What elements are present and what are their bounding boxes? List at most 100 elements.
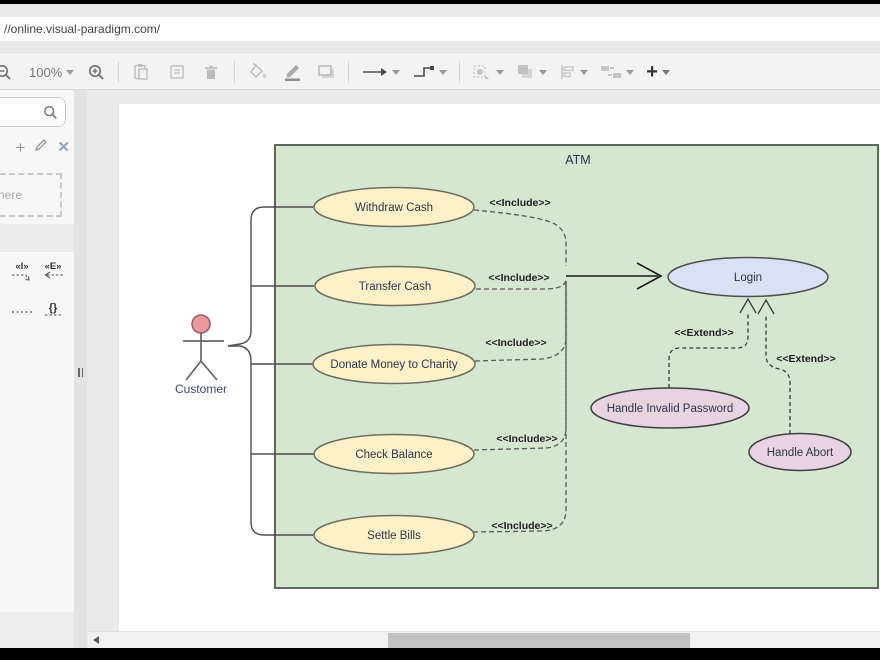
splitter-handle[interactable] xyxy=(77,368,84,377)
arrow-style-dropdown[interactable] xyxy=(362,59,401,85)
editor-workspace: + ✕ here «I» xyxy=(0,90,880,648)
edit-palette-button[interactable] xyxy=(34,138,48,157)
include-arrow-to-login[interactable] xyxy=(566,262,663,290)
fill-color-button[interactable] xyxy=(248,59,268,85)
toolbar-separator xyxy=(118,61,120,83)
drag-shapes-dropzone[interactable]: here xyxy=(0,173,62,217)
use-case-label: Check Balance xyxy=(355,449,432,461)
search-input[interactable] xyxy=(0,101,39,123)
boundary-title: ATM xyxy=(565,153,590,167)
zoom-level-value: 100% xyxy=(29,64,63,80)
add-shapes-button[interactable]: + xyxy=(15,137,26,157)
scroll-left-arrow[interactable] xyxy=(93,636,99,644)
pencil-icon xyxy=(281,63,303,81)
palette-section-divider xyxy=(0,224,74,252)
shape-search-box[interactable] xyxy=(0,97,66,127)
properties-button[interactable] xyxy=(167,59,187,85)
paste-button[interactable] xyxy=(131,59,151,85)
chevron-down-icon xyxy=(580,69,589,75)
include-glyph: «I» xyxy=(15,261,28,272)
include-label: <<Include>> xyxy=(485,337,546,349)
use-case-settle-bills[interactable]: Settle Bills xyxy=(313,514,475,556)
shape-palette: «I» «E» xyxy=(0,260,74,326)
line-color-button[interactable] xyxy=(281,59,303,85)
chevron-down-icon xyxy=(66,69,75,75)
connector-style-dropdown[interactable] xyxy=(413,59,448,85)
chevron-down-icon xyxy=(392,69,401,75)
browser-tabstrip xyxy=(0,4,880,17)
extend-connectors[interactable] xyxy=(668,297,791,434)
use-case-label: Handle Abort xyxy=(767,447,834,459)
use-case-donate-money[interactable]: Donate Money to Charity xyxy=(312,343,476,385)
insert-shape-dropdown[interactable]: + xyxy=(646,59,670,85)
include-label: <<Include>> xyxy=(489,197,550,209)
copy-style-icon xyxy=(472,64,492,80)
association-lines[interactable] xyxy=(227,206,314,536)
use-case-withdraw-cash[interactable]: Withdraw Cash xyxy=(313,186,475,228)
use-case-label: Withdraw Cash xyxy=(355,202,433,214)
shadow-button[interactable] xyxy=(316,59,336,85)
use-case-label: Transfer Cash xyxy=(359,281,431,293)
zoom-out-icon xyxy=(0,63,12,81)
letterbox-bottom xyxy=(0,648,880,660)
use-case-handle-abort[interactable]: Handle Abort xyxy=(748,432,852,472)
shape-panel: + ✕ here «I» xyxy=(0,90,74,648)
panel-action-row: + ✕ xyxy=(15,138,70,157)
dropzone-hint: here xyxy=(0,188,23,202)
chevron-down-icon xyxy=(439,69,448,75)
actor-head xyxy=(191,314,211,334)
trash-icon xyxy=(203,64,219,81)
scrollbar-thumb[interactable] xyxy=(388,633,690,648)
url-text: //online.visual-paradigm.com/ xyxy=(4,22,161,36)
delete-button[interactable] xyxy=(201,59,221,85)
align-icon xyxy=(559,64,576,80)
zoom-out-button[interactable] xyxy=(0,59,13,85)
panel-splitter[interactable] xyxy=(74,90,87,648)
use-case-label: Login xyxy=(734,272,762,284)
search-icon xyxy=(43,105,58,125)
chevron-down-icon xyxy=(496,69,505,75)
panel-footer xyxy=(0,612,74,648)
copy-style-dropdown[interactable] xyxy=(472,59,505,85)
extend-relationship-item[interactable]: «E» xyxy=(40,260,66,287)
use-case-check-balance[interactable]: Check Balance xyxy=(313,433,475,475)
include-label: <<Include>> xyxy=(496,433,557,445)
use-case-label: Donate Money to Charity xyxy=(330,359,457,371)
dashed-line-item[interactable] xyxy=(9,299,35,326)
bring-to-front-icon xyxy=(516,64,535,80)
distribute-dropdown[interactable] xyxy=(600,59,635,85)
use-case-label: Settle Bills xyxy=(367,530,421,542)
actor-customer[interactable]: Customer xyxy=(175,314,227,396)
bring-to-front-dropdown[interactable] xyxy=(516,59,548,85)
zoom-in-button[interactable] xyxy=(86,59,106,85)
zoom-level-dropdown[interactable]: 100% xyxy=(29,59,75,85)
toolbar-separator xyxy=(459,61,461,83)
use-case-handle-invalid-password[interactable]: Handle Invalid Password xyxy=(590,387,750,429)
include-label: <<Include>> xyxy=(491,520,552,532)
extend-label: <<Extend>> xyxy=(674,327,734,339)
fill-color-icon xyxy=(248,63,268,81)
extend-label: <<Extend>> xyxy=(776,353,836,365)
use-case-label: Handle Invalid Password xyxy=(607,403,734,415)
arrow-style-icon xyxy=(362,66,388,78)
browser-address-bar[interactable]: //online.visual-paradigm.com/ xyxy=(0,17,880,41)
align-dropdown[interactable] xyxy=(559,59,589,85)
constraint-item[interactable]: {} xyxy=(40,299,66,326)
horizontal-scrollbar[interactable] xyxy=(88,631,880,648)
shadow-icon xyxy=(317,64,336,80)
include-connectors[interactable] xyxy=(472,209,567,533)
use-case-transfer-cash[interactable]: Transfer Cash xyxy=(314,265,476,307)
plus-icon: + xyxy=(646,61,658,83)
include-label: <<Include>> xyxy=(488,272,549,284)
browser-chrome-strip xyxy=(0,41,880,55)
close-panel-button[interactable]: ✕ xyxy=(57,138,70,156)
chevron-down-icon xyxy=(661,69,670,75)
paste-icon xyxy=(132,63,150,81)
letterbox-top xyxy=(0,0,880,4)
chevron-down-icon xyxy=(539,69,548,75)
include-relationship-item[interactable]: «I» xyxy=(9,260,35,287)
diagram-canvas[interactable]: ATM xyxy=(119,104,880,631)
use-case-login[interactable]: Login xyxy=(667,256,829,298)
connector-style-icon xyxy=(413,64,435,80)
